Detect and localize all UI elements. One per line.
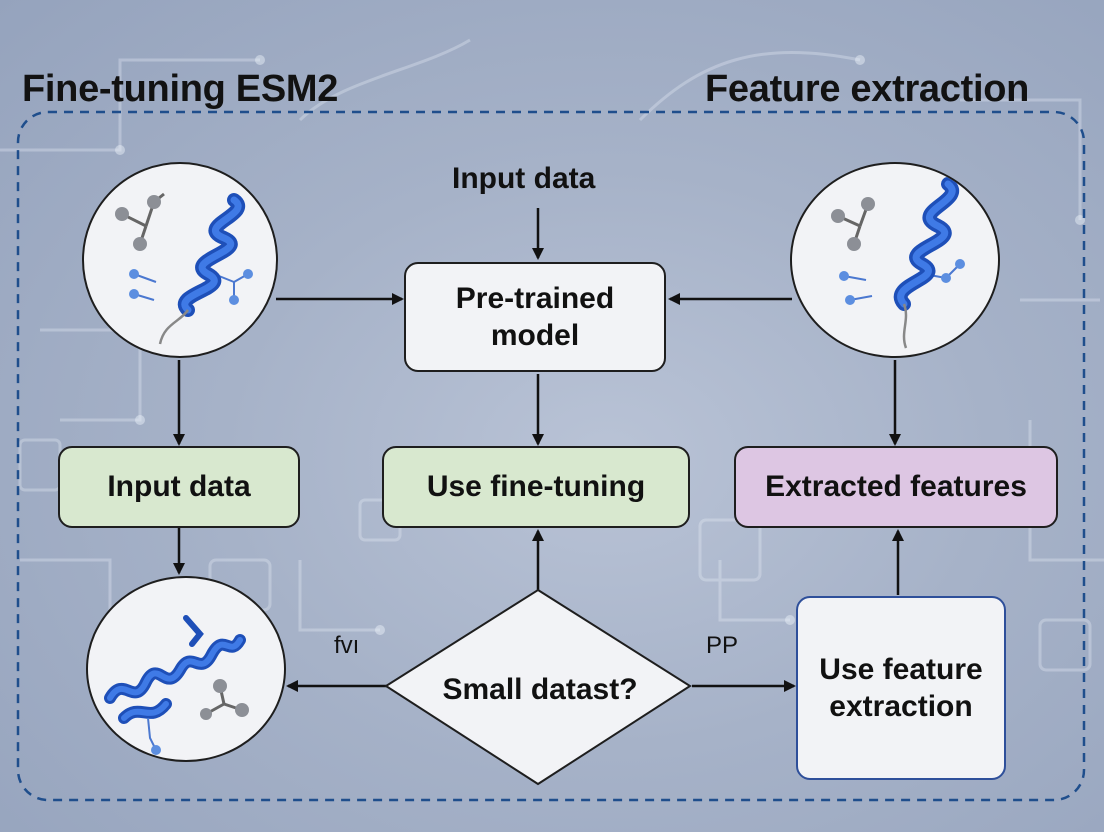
decision-label: Small datast? [442, 673, 638, 706]
top-input-data-label: Input data [452, 162, 596, 195]
title-feature-extraction: Feature extraction [705, 68, 1030, 110]
use-fine-tuning-box: Use fine-tuning [382, 446, 690, 528]
use-feature-extraction-label: Use feature extraction [819, 652, 983, 724]
title-fine-tuning: Fine-tuning ESM2 [22, 68, 339, 110]
pretrained-model-box: Pre-trained model [404, 262, 666, 372]
extracted-features-label: Extracted features [765, 470, 1027, 504]
input-data-label: Input data [107, 470, 251, 504]
use-fine-tuning-label: Use fine-tuning [426, 470, 646, 504]
edge-label-right: PP [706, 632, 739, 659]
protein-top-right-circle [790, 162, 1000, 358]
input-data-box: Input data [58, 446, 300, 528]
protein-helix-icon [115, 192, 253, 345]
extracted-features-box: Extracted features [734, 446, 1058, 528]
dashed-frame [16, 110, 1086, 802]
protein-ribbon-icon [104, 615, 249, 755]
protein-top-left-circle [82, 162, 278, 358]
protein-helix-icon [831, 177, 965, 349]
protein-bottom-left-circle [86, 576, 286, 762]
pretrained-model-label: Pre-trained model [455, 281, 615, 353]
edge-label-left: fvı [334, 632, 360, 659]
decision-diamond [384, 588, 692, 786]
use-feature-extraction-box: Use feature extraction [796, 596, 1006, 780]
